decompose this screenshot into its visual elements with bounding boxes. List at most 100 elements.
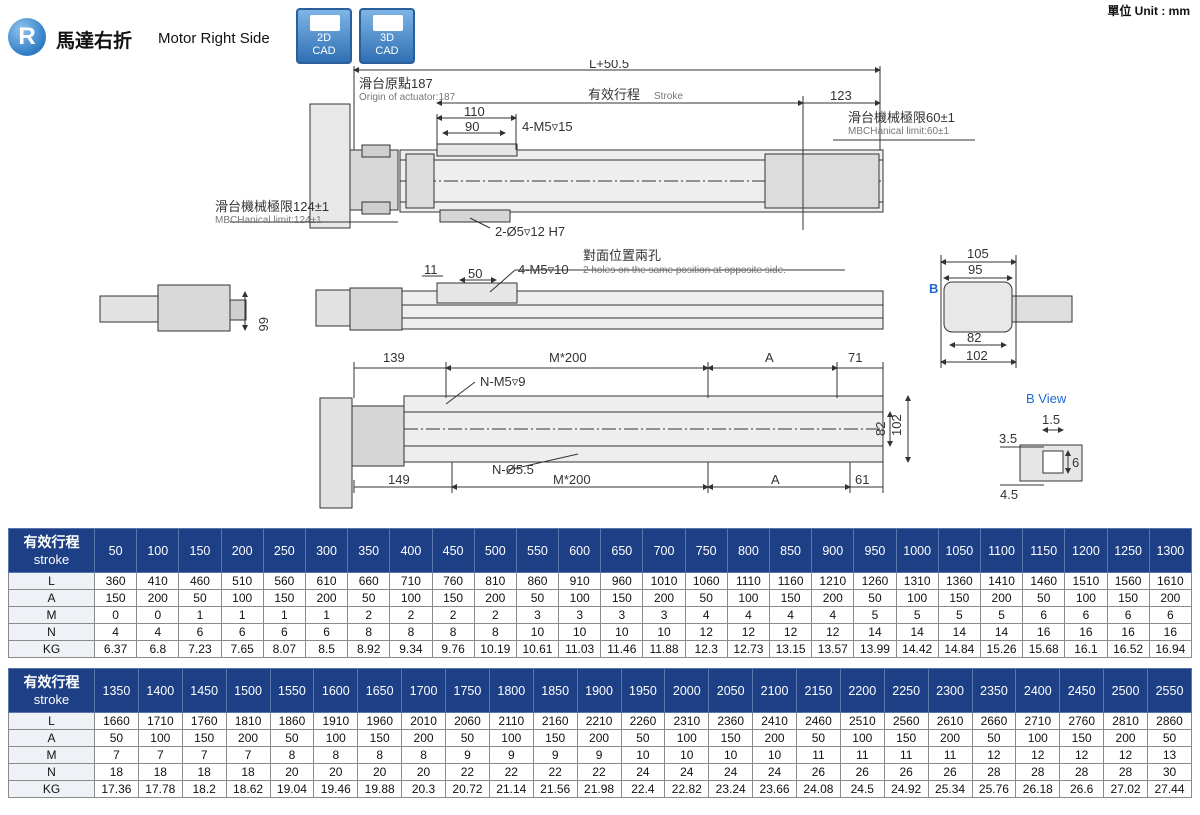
table-cell: 2 bbox=[389, 606, 433, 624]
table-cell: 200 bbox=[927, 729, 973, 747]
table-cell: 810 bbox=[473, 572, 517, 590]
stroke-value-cell: 1400 bbox=[137, 668, 183, 713]
table-cell: 1610 bbox=[1148, 572, 1193, 590]
table-cell: 8.92 bbox=[347, 640, 391, 658]
table-cell: 28 bbox=[1103, 763, 1148, 781]
row-label: KG bbox=[8, 780, 95, 798]
table-cell: 28 bbox=[1059, 763, 1105, 781]
table-cell: 4 bbox=[768, 606, 813, 624]
table-cell: 760 bbox=[431, 572, 475, 590]
table-cell: 11 bbox=[796, 746, 841, 764]
stroke-value-cell: 750 bbox=[684, 528, 728, 573]
table-cell: 3 bbox=[600, 606, 644, 624]
table-cell: 150 bbox=[532, 729, 578, 747]
dim-61: 61 bbox=[855, 472, 869, 487]
table-cell: 50 bbox=[1147, 729, 1192, 747]
table-cell: 5 bbox=[979, 606, 1024, 624]
table-cell: 1010 bbox=[642, 572, 686, 590]
cad-2d-bottom: CAD bbox=[312, 45, 336, 57]
stroke-value-cell: 1800 bbox=[488, 668, 534, 713]
title-en: Motor Right Side bbox=[158, 30, 270, 47]
dim-1-5: 1.5 bbox=[1042, 412, 1060, 427]
table-cell: 12 bbox=[811, 623, 855, 641]
table-cell: 50 bbox=[94, 729, 139, 747]
header: R 馬達右折 Motor Right Side 2D CAD 3D CAD 單位… bbox=[0, 0, 1200, 70]
m5-top-label: 4-M5▿15 bbox=[522, 119, 573, 134]
table-cell: 10 bbox=[664, 746, 710, 764]
table-cell: 0 bbox=[136, 606, 180, 624]
table-cell: 410 bbox=[136, 572, 180, 590]
table-cell: 2 bbox=[431, 606, 475, 624]
table-cell: 24 bbox=[620, 763, 666, 781]
dim-m200-bottom: M*200 bbox=[553, 472, 591, 487]
row-label: A bbox=[8, 589, 95, 607]
table-cell: 50 bbox=[684, 589, 728, 607]
table-cell: 2510 bbox=[839, 712, 885, 730]
table-cell: 50 bbox=[853, 589, 897, 607]
stroke-value-cell: 2300 bbox=[927, 668, 973, 713]
drawing-sheet-icon bbox=[373, 15, 403, 31]
title-zh: 馬達右折 bbox=[56, 30, 133, 52]
dim-m200-top: M*200 bbox=[549, 350, 587, 365]
table-cell: 960 bbox=[600, 572, 644, 590]
table-cell: 2110 bbox=[488, 712, 534, 730]
table-cell: 20.3 bbox=[401, 780, 446, 798]
stroke-value-cell: 150 bbox=[178, 528, 222, 573]
table-cell: 12 bbox=[971, 746, 1017, 764]
table-cell: 26.18 bbox=[1015, 780, 1061, 798]
table-cell: 3 bbox=[558, 606, 602, 624]
table-cell: 14.42 bbox=[895, 640, 939, 658]
table-cell: 150 bbox=[262, 589, 306, 607]
table-cell: 200 bbox=[752, 729, 797, 747]
stroke-value-cell: 1750 bbox=[445, 668, 490, 713]
table-cell: 19.88 bbox=[357, 780, 403, 798]
table-cell: 1710 bbox=[137, 712, 183, 730]
dim-123: 123 bbox=[830, 88, 852, 103]
table-cell: 22.4 bbox=[620, 780, 666, 798]
table-cell: 24 bbox=[752, 763, 797, 781]
bottom-view bbox=[319, 362, 1083, 509]
stroke-label-zh: 有效行程 bbox=[23, 534, 80, 551]
table-cell: 150 bbox=[768, 589, 813, 607]
table-cell: 9.76 bbox=[431, 640, 475, 658]
table-cell: 14.84 bbox=[937, 640, 981, 658]
table-cell: 13 bbox=[1147, 746, 1192, 764]
cad-3d-button[interactable]: 3D CAD bbox=[359, 8, 415, 64]
table-cell: 18 bbox=[225, 763, 271, 781]
table-cell: 18 bbox=[94, 763, 139, 781]
table-cell: 14 bbox=[895, 623, 939, 641]
stroke-value-cell: 1900 bbox=[576, 668, 622, 713]
table-cell: 23.24 bbox=[708, 780, 754, 798]
table-cell: 8 bbox=[269, 746, 315, 764]
table-cell: 14 bbox=[937, 623, 981, 641]
n55-label: N-Ø5.5 bbox=[492, 462, 534, 477]
stroke-value-cell: 800 bbox=[726, 528, 771, 573]
dim-149: 149 bbox=[388, 472, 410, 487]
stroke-value-cell: 1450 bbox=[181, 668, 227, 713]
table-cell: 26 bbox=[927, 763, 973, 781]
table-cell: 50 bbox=[1022, 589, 1066, 607]
table-cell: 2410 bbox=[752, 712, 797, 730]
dim-105: 105 bbox=[967, 246, 989, 261]
table-cell: 100 bbox=[137, 729, 183, 747]
cad-2d-button[interactable]: 2D CAD bbox=[296, 8, 352, 64]
table-cell: 1210 bbox=[811, 572, 855, 590]
table-cell: 100 bbox=[1015, 729, 1061, 747]
table-cell: 6 bbox=[1064, 606, 1108, 624]
table-cell: 2160 bbox=[532, 712, 578, 730]
stroke-value-cell: 1600 bbox=[313, 668, 359, 713]
table-cell: 200 bbox=[811, 589, 855, 607]
table-cell: 24 bbox=[708, 763, 754, 781]
table-cell: 12 bbox=[1103, 746, 1148, 764]
table-cell: 2810 bbox=[1103, 712, 1148, 730]
table-cell: 28 bbox=[1015, 763, 1061, 781]
stroke-value-cell: 850 bbox=[768, 528, 813, 573]
